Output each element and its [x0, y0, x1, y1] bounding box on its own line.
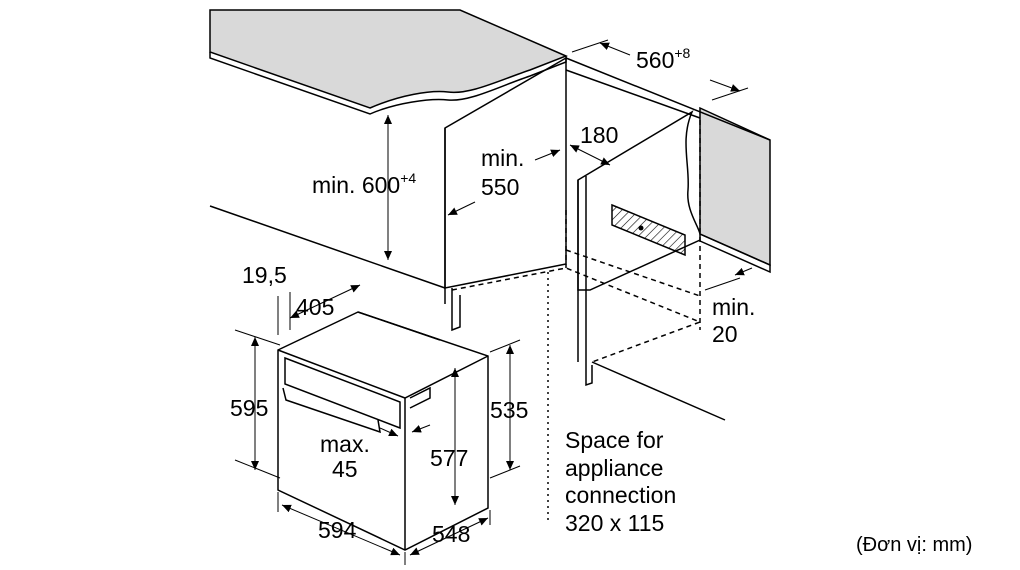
dim-594: [281, 504, 401, 556]
wall-line-top: [565, 57, 771, 141]
cabinet-left-panel: [444, 56, 567, 289]
label-max45-b: 45: [332, 456, 358, 482]
label-min550-b: 550: [481, 174, 519, 200]
label-min20-b: 20: [712, 321, 738, 347]
label-min600: min. 600+4: [312, 170, 416, 198]
note-space-line-2: appliance: [565, 455, 663, 481]
oven-handle: [282, 387, 381, 434]
label-180: 180: [580, 122, 618, 148]
label-535: 535: [490, 397, 528, 423]
niche-mid-line: [565, 249, 701, 297]
label-548: 548: [432, 521, 470, 547]
dim-ext-595-bot: [234, 459, 281, 479]
niche-floor: [451, 267, 703, 363]
oven-body: [277, 311, 489, 551]
cabinet-right-foot: [585, 176, 593, 387]
label-577: 577: [430, 445, 468, 471]
dim-min20: [734, 267, 753, 276]
floor-line-left: [209, 205, 446, 289]
connection-area: [611, 203, 686, 257]
wall-line-inner: [565, 69, 701, 119]
label-560: 560+8: [636, 45, 691, 73]
dim-548: [409, 517, 489, 556]
countertop-left: [209, 9, 568, 109]
dim-min20-ext: [704, 277, 741, 291]
countertop-right-edge: [699, 233, 771, 274]
oven-hinge: [409, 386, 431, 409]
dim-max45-b: [411, 424, 431, 433]
dim-ext-595-top: [234, 329, 281, 346]
label-19-5: 19,5: [242, 262, 287, 288]
label-min20-a: min.: [712, 294, 755, 320]
dim-560-right: [709, 79, 741, 92]
cabinet-foot: [451, 288, 461, 332]
dim-min550-a: [447, 201, 476, 216]
label-min550-a: min.: [481, 145, 524, 171]
label-max45-a: max.: [320, 431, 370, 457]
dim-min550-b: [534, 149, 561, 161]
label-594: 594: [318, 517, 357, 543]
oven-control-panel: [284, 356, 401, 430]
note-space-line-3: connection: [565, 482, 676, 508]
connection-point: [638, 225, 644, 231]
dim-180: [569, 144, 611, 166]
countertop-left-edge: [209, 52, 567, 115]
floor-line-right: [591, 361, 726, 421]
dim-ext-535-bot: [489, 465, 521, 479]
note-space-line-4: 320 x 115: [565, 510, 664, 536]
dim-405: [289, 284, 361, 319]
dim-max45-a: [379, 427, 399, 437]
dim-ext-535-top: [489, 339, 521, 353]
unit-label: (Đơn vị: mm): [856, 534, 972, 556]
note-space-line-1: Space for: [565, 427, 664, 453]
countertop-right: [699, 106, 771, 267]
label-405: 405: [296, 294, 334, 320]
dim-ext-560-b: [711, 87, 749, 101]
dim-560-left: [599, 42, 631, 56]
oven-front-top-edge: [277, 349, 489, 399]
label-595: 595: [230, 395, 268, 421]
oven-top-back: [357, 311, 441, 341]
cabinet-right-panel: [577, 110, 701, 291]
dim-ext-560-a: [571, 39, 609, 53]
